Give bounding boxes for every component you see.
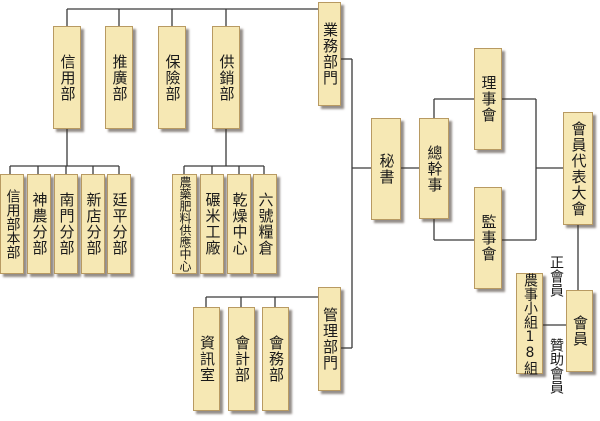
- supply-marketing-dept-label: 供銷部: [217, 53, 236, 102]
- supply-unit-box: 乾燥中心: [227, 174, 251, 274]
- credit-branch-box: 信用部本部: [0, 174, 24, 274]
- supply-unit-box: 農藥肥料供應中心: [172, 174, 197, 274]
- credit-branch-label: 廷平分部: [110, 192, 129, 256]
- credit-branch-box: 廷平分部: [107, 174, 131, 274]
- general-manager-label: 總幹事: [425, 144, 444, 193]
- supply-unit-label: 農藥肥料供應中心: [178, 176, 192, 272]
- admin-unit-label: 會計部: [233, 335, 251, 383]
- supply-unit-box: 六號糧倉: [253, 174, 277, 274]
- insurance-dept-box: 保險部: [158, 26, 186, 129]
- board-of-supervisors-label: 監事會: [479, 214, 498, 262]
- admin-unit-box: 資訊室: [193, 307, 220, 411]
- business-dept-label: 業務部門: [321, 22, 339, 86]
- insurance-dept-label: 保險部: [163, 53, 182, 102]
- management-dept-box: 管理部門: [318, 287, 341, 391]
- supply-unit-box: 碾米工廠: [200, 174, 224, 274]
- credit-branch-label: 南門分部: [57, 192, 76, 256]
- supply-unit-label: 碾米工廠: [203, 192, 222, 256]
- secretary-box: 秘書: [371, 118, 401, 220]
- admin-unit-label: 資訊室: [198, 335, 216, 383]
- credit-branch-box: 南門分部: [54, 174, 78, 274]
- board-of-directors-label: 理事會: [479, 75, 498, 123]
- extension-dept-box: 推廣部: [105, 26, 133, 129]
- credit-dept-box: 信用部: [53, 26, 81, 129]
- admin-unit-box: 會計部: [228, 307, 255, 411]
- associate-members-label: 贊助會員: [548, 338, 564, 394]
- representatives-assembly-box: 會員代表大會: [563, 112, 593, 225]
- general-manager-box: 總幹事: [419, 118, 449, 219]
- supply-marketing-dept-box: 供銷部: [212, 26, 240, 129]
- credit-branch-label: 新店分部: [84, 192, 103, 256]
- regular-members-label: 正會員: [548, 255, 564, 297]
- board-of-supervisors-box: 監事會: [474, 187, 502, 289]
- admin-unit-box: 會務部: [262, 307, 289, 411]
- representatives-assembly-label: 會員代表大會: [569, 120, 588, 217]
- farm-groups-box: 農事小組18組: [516, 272, 543, 375]
- business-dept-box: 業務部門: [318, 2, 341, 106]
- credit-branch-label: 信用部本部: [4, 189, 21, 259]
- admin-unit-label: 會務部: [267, 335, 285, 383]
- members-label: 會員: [571, 315, 589, 347]
- credit-branch-label: 神農分部: [30, 192, 49, 256]
- farm-groups-label: 農事小組18組: [522, 272, 538, 375]
- credit-dept-label: 信用部: [58, 53, 77, 102]
- secretary-label: 秘書: [377, 153, 396, 185]
- credit-branch-box: 新店分部: [81, 174, 105, 274]
- extension-dept-label: 推廣部: [110, 53, 129, 102]
- board-of-directors-box: 理事會: [474, 48, 502, 150]
- supply-unit-label: 六號糧倉: [256, 192, 275, 256]
- management-dept-label: 管理部門: [321, 307, 339, 371]
- credit-branch-box: 神農分部: [27, 174, 51, 274]
- members-box: 會員: [566, 290, 593, 372]
- supply-unit-label: 乾燥中心: [230, 192, 249, 256]
